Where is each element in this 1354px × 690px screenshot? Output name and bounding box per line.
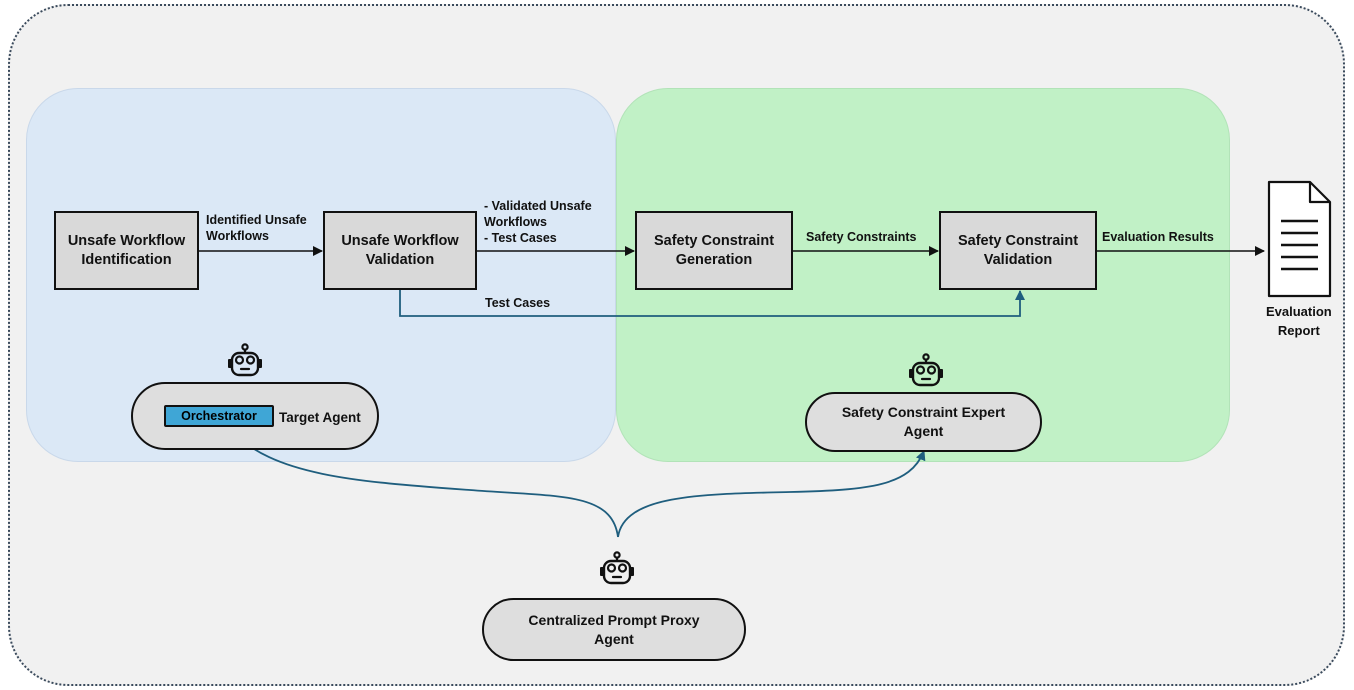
document-icon (1267, 180, 1332, 298)
robot-icon-proxy (600, 551, 634, 585)
robot-icon-expert (909, 353, 943, 387)
arrow-proxy-to-expert (617, 450, 926, 538)
target-agent-label: Target Agent (279, 410, 361, 425)
edge-label-safety-constraints: Safety Constraints (806, 230, 917, 244)
centralized-prompt-proxy-agent-pill: Centralized Prompt Proxy Agent (482, 598, 746, 661)
edge-label-identified-unsafe-workflows: Identified Unsafe Workflows (206, 213, 307, 243)
unsafe-workflow-identification-box: Unsafe Workflow Identification (54, 211, 199, 290)
edge-label-test-cases: Test Cases (485, 296, 551, 310)
edge-label-evaluation-results: Evaluation Results (1102, 230, 1214, 244)
arrow-proxy-to-target (230, 428, 619, 538)
safety-constraint-expert-agent-pill: Safety Constraint Expert Agent (805, 392, 1042, 452)
safety-constraint-generation-box: Safety Constraint Generation (635, 211, 793, 290)
evaluation-report-label: Evaluation Report (1266, 304, 1332, 338)
target-agent-pill: Orchestrator Target Agent (131, 382, 379, 450)
safety-constraint-validation-box: Safety Constraint Validation (939, 211, 1097, 290)
arrow-test-cases (399, 290, 1025, 317)
unsafe-workflow-validation-box: Unsafe Workflow Validation (323, 211, 477, 290)
robot-icon-target (228, 343, 262, 377)
edge-label-validated-unsafe-workflows: - Validated Unsafe Workflows - Test Case… (484, 199, 592, 245)
orchestrator-badge: Orchestrator (164, 405, 274, 427)
